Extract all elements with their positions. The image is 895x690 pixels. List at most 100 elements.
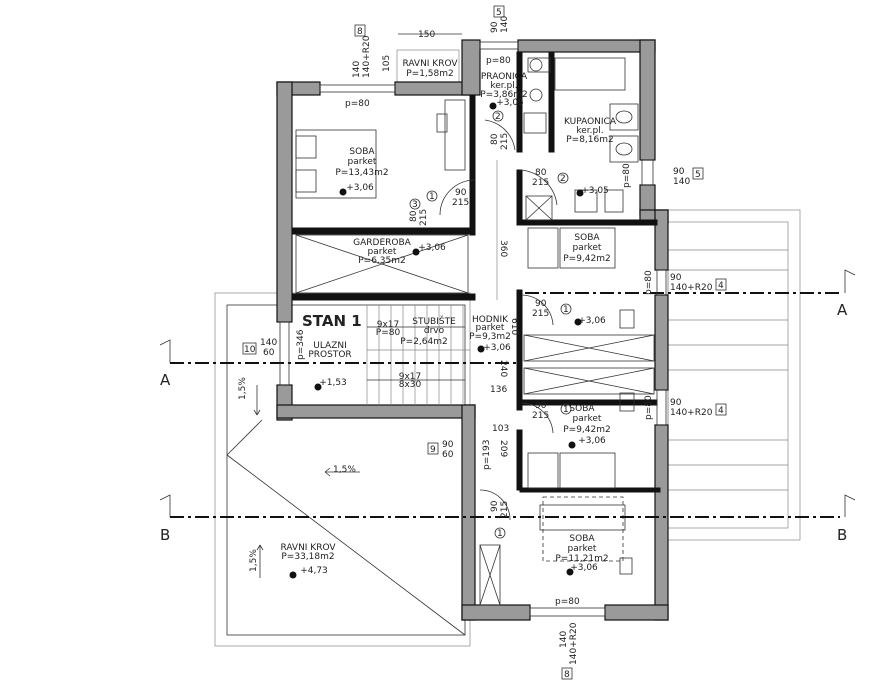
door-number: 2 [495,112,501,122]
window-8-top: 8 140 140+R20 p=80 [319,24,396,109]
room-name: PRAONICA [481,72,528,82]
door-number: 1 [497,529,503,539]
dim-103: 103 [492,424,509,434]
room-level: +3,06 [578,316,606,326]
stairs [366,305,470,405]
room-name: RAVNI KROV [280,543,336,553]
room-name: SOBA [569,404,595,414]
door-height: 215 [452,198,469,208]
door-height: 215 [500,501,510,518]
room-ravni-krov-big: RAVNI KROV P=33,18m2 +4,73 [280,543,336,576]
door-height: 215 [500,133,510,150]
window-width: 140 [260,338,277,348]
room-name: SOBA [569,534,595,544]
room-level: +3,05 [581,186,609,196]
room-floor: ker.pl. [576,126,603,136]
section-b-right-label: B [837,526,847,544]
slope-arrow-icons [253,385,360,578]
section-b-left-label: B [160,526,170,544]
room-level: +3,06 [570,563,598,573]
window-tag: 5 [695,170,701,180]
window-height: 140+R20 [670,408,713,418]
window-tag: 8 [357,27,363,37]
room-area: P=3,86m2 [480,90,528,100]
room-stubiste: STUBIŠTE drvo P=2,64m2 9x17 P=80 9x17 8x… [376,315,456,390]
window-sill: p=80 [555,597,580,607]
room-soba-3: SOBA parket P=9,42m2 +3,06 [563,404,611,446]
door-1-soba-2: 1 90 215 [532,299,572,319]
window-10: 10 140 60 p=346 [242,321,306,386]
room-name: SOBA [574,233,600,243]
room-name: SOBA [349,147,375,157]
room-area: P=11,21m2 [555,554,608,564]
dim-209: 209 [498,440,508,457]
window-width: 90 [442,440,454,450]
room-hodnik: HODNIK parket P=9,3m2 +3,06 [469,315,511,353]
window-4-b: 90 140+R20 4 p=80 [644,389,727,426]
room-floor: parket [476,323,505,333]
door-width: 80 [490,133,500,145]
room-soba-4: SOBA parket P=11,21m2 +3,06 [555,534,608,573]
room-area: P=1,58m2 [406,69,454,79]
room-kupaonica: KUPAONICA ker.pl. P=8,16m2 +3,05 [564,117,617,196]
dim-roof-width: 150 [418,30,435,40]
window-height: 140+R20 [362,35,372,78]
room-floor: parket [568,544,597,554]
steps-down-2: 8x30 [399,380,422,390]
room-praonica: PRAONICA ker.pl. P=3,86m2 +3,05 [480,72,528,108]
door-width: 90 [490,500,500,512]
window-width: 90 [670,273,682,283]
dim-roof-height: 105 [382,55,392,72]
section-lines [159,269,856,518]
window-tag: 9 [430,445,436,455]
window-4-a: 90 140+R20 4 p=80 [644,269,727,296]
window-height: 60 [442,450,454,460]
room-soba-2: SOBA parket P=9,42m2 +3,06 [563,233,611,326]
steps-up-2: P=80 [376,328,401,338]
door-swings [439,119,558,521]
window-tag: 4 [718,281,724,291]
window-sill: p=80 [644,270,654,295]
door-1-soba: 1 90 215 [426,188,469,208]
room-name: KUPAONICA [564,117,617,127]
door-2-praonica: 2 80 215 [490,110,510,150]
room-garderoba: GARDEROBA parket P=6,35m2 +3,06 [353,238,446,266]
room-soba-1: SOBA parket P=13,43m2 +3,06 [335,147,388,193]
door-height: 215 [532,411,549,421]
steps-up: 9x17 [377,320,400,330]
room-floor: drvo [424,326,445,336]
room-floor: ker.pl. [490,81,517,91]
window-height: 140 [500,16,510,33]
window-height: 140+R20 [569,622,579,665]
window-sill: p=346 [296,329,306,360]
window-sill: p=80 [486,56,511,66]
dim-136: 136 [490,385,507,395]
window-tag: 8 [564,670,570,680]
room-area: P=9,3m2 [469,332,511,342]
unit-label: STAN 1 [302,312,362,330]
room-floor: parket [368,247,397,257]
right-roof [667,209,801,541]
room-level: +3,06 [578,436,606,446]
room-area: P=8,16m2 [566,135,614,145]
door-3-garderoba: 3 80 215 [409,198,429,226]
window-height: 60 [263,348,275,358]
room-name: STUBIŠTE [412,315,456,327]
window-sill: p=193 [482,440,492,470]
window-tag: 10 [244,345,256,355]
window-sill: p=80 [622,163,632,188]
window-width: 140 [559,631,569,648]
section-a-right-label: A [837,301,848,319]
door-width: 90 [455,188,467,198]
room-floor: parket [573,414,602,424]
window-height: 140 [673,177,690,187]
door-number: 1 [563,405,569,415]
door-width: 80 [409,210,419,222]
room-area: P=6,35m2 [358,256,406,266]
room-level: +1,53 [319,378,347,388]
window-width: 90 [490,21,500,33]
slope-label-left-bottom: 1,5% [249,549,259,572]
door-height: 215 [532,178,549,188]
window-width: 90 [670,398,682,408]
room-name: RAVNI KROV [402,59,458,69]
